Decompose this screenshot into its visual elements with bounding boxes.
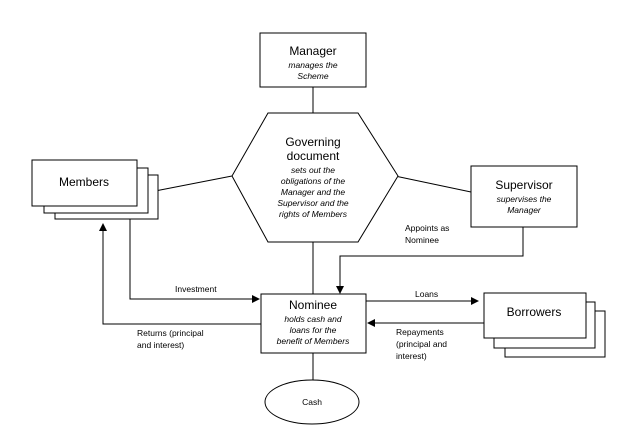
returns-arrow xyxy=(99,223,261,325)
repayments-label-1: Repayments xyxy=(396,327,444,337)
nominee-sub-3: benefit of Members xyxy=(277,336,351,346)
appoints-arrow xyxy=(336,227,524,294)
supervisor-sub-1: supervises the xyxy=(497,194,552,204)
manager-node: Manager manages the Scheme xyxy=(259,32,367,88)
returns-label-2: and interest) xyxy=(137,340,184,350)
governing-sub-5: rights of Members xyxy=(279,209,348,219)
nominee-node: Nominee holds cash and loans for the ben… xyxy=(260,293,367,354)
members-node: Members xyxy=(31,159,159,220)
supervisor-sub-2: Manager xyxy=(507,205,542,215)
loans-label: Loans xyxy=(415,289,438,299)
investment-arrow xyxy=(129,208,260,303)
supervisor-title: Supervisor xyxy=(495,178,552,192)
members-governing-line xyxy=(149,175,233,193)
manager-sub-2: Scheme xyxy=(297,71,328,81)
governing-document-node: Governing document sets out the obligati… xyxy=(231,112,399,243)
returns-label-1: Returns (principal xyxy=(137,328,204,338)
appoints-label-2: Nominee xyxy=(405,235,439,245)
members-title: Members xyxy=(59,175,109,189)
supervisor-node: Supervisor supervises the Manager xyxy=(470,165,578,228)
repayments-label-3: interest) xyxy=(396,351,427,361)
repayments-label-2: (principal and xyxy=(396,339,447,349)
governing-sub-2: obligations of the xyxy=(281,176,346,186)
cash-node: Cash xyxy=(264,379,360,425)
nominee-sub-1: holds cash and xyxy=(284,314,341,324)
cash-title: Cash xyxy=(302,397,322,407)
manager-title: Manager xyxy=(289,44,336,58)
appoints-label-1: Appoints as xyxy=(405,223,449,233)
nominee-title: Nominee xyxy=(289,298,337,312)
supervisor-governing-line xyxy=(394,175,472,193)
borrowers-node: Borrowers xyxy=(483,292,606,358)
borrowers-title: Borrowers xyxy=(507,305,562,319)
governing-title-2: document xyxy=(287,149,340,163)
nominee-sub-2: loans for the xyxy=(290,325,337,335)
governing-sub-4: Supervisor and the xyxy=(277,198,349,208)
governing-title-1: Governing xyxy=(285,135,340,149)
manager-sub-1: manages the xyxy=(288,60,337,70)
governing-sub-1: sets out the xyxy=(291,165,335,175)
governing-sub-3: Manager and the xyxy=(281,187,346,197)
investment-label: Investment xyxy=(175,284,217,294)
